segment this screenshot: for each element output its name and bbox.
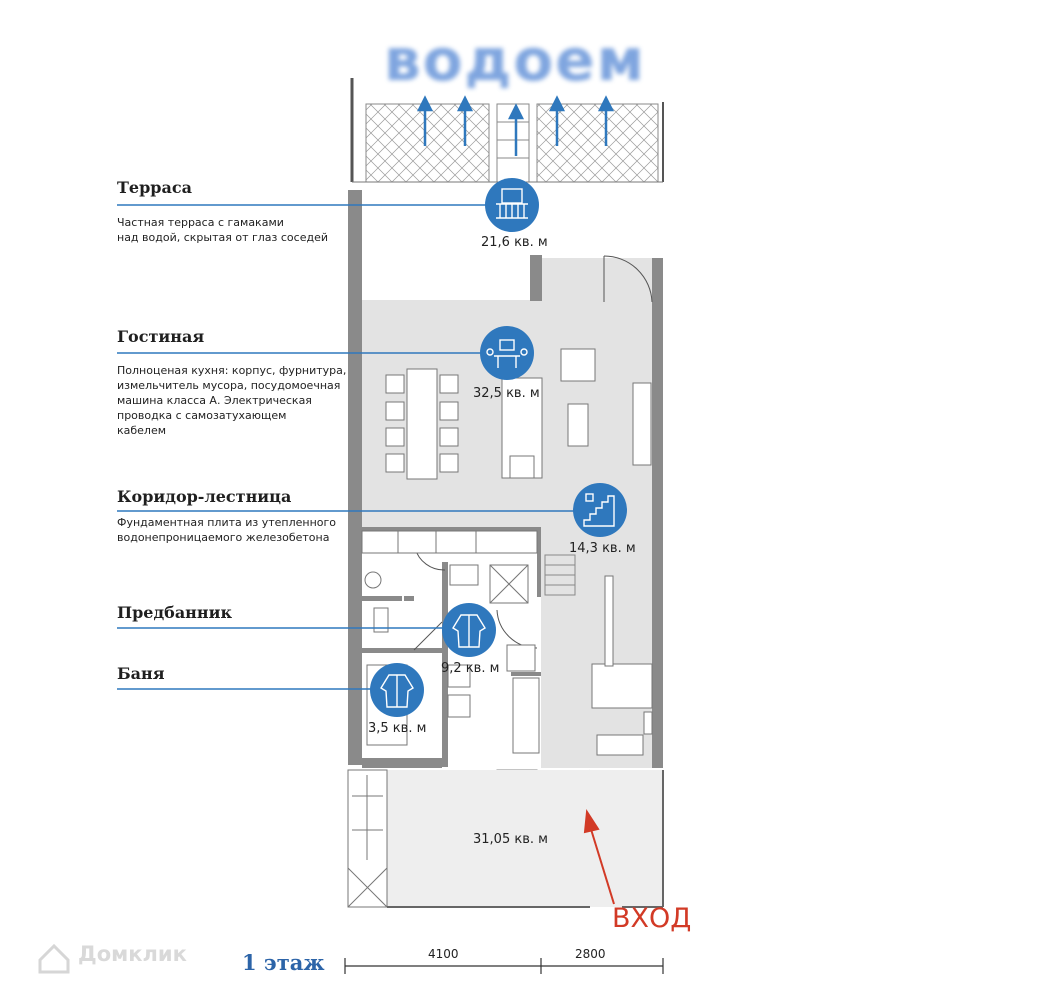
living-room-title: Гостиная <box>117 327 205 346</box>
sauna-title: Баня <box>117 664 165 683</box>
terrace-description: Частная терраса с гамаками над водой, ск… <box>117 216 328 244</box>
living-room-description: Полноценая кухня: корпус, фурнитура, изм… <box>117 364 347 437</box>
floor-label: 1 этаж <box>242 950 325 975</box>
walls <box>348 190 663 768</box>
front-yard <box>347 769 664 908</box>
corridor-area: 14,3 кв. м <box>569 541 636 556</box>
bathrobe-icon <box>442 603 496 657</box>
yard-area: 31,05 кв. м <box>473 832 548 847</box>
living-room-area: 32,5 кв. м <box>473 386 540 401</box>
terrace-title: Терраса <box>117 178 192 197</box>
dimension-right: 2800 <box>575 947 606 961</box>
balcony-icon <box>485 178 539 232</box>
dimension-line <box>344 958 664 974</box>
water-arrows <box>416 95 615 156</box>
anteroom-area: 9,2 кв. м <box>441 661 500 676</box>
entry-arrow <box>583 809 615 905</box>
watermark: Домклик <box>78 942 187 966</box>
callout-lines <box>117 204 576 690</box>
water-label: водоем <box>384 26 646 94</box>
domclick-logo-icon <box>38 943 70 974</box>
corridor-title: Коридор-лестница <box>117 487 292 506</box>
bathrobe-icon <box>370 663 424 717</box>
corridor-description: Фундаментная плита из утепленного водоне… <box>117 516 337 544</box>
stairs-icon <box>573 483 627 537</box>
terrace-area: 21,6 кв. м <box>481 235 548 250</box>
entry-label: ВХОД <box>612 903 692 934</box>
dimension-left: 4100 <box>428 947 459 961</box>
sauna-area: 3,5 кв. м <box>368 721 427 736</box>
anteroom-title: Предбанник <box>117 603 233 622</box>
dining-table-icon <box>480 326 534 380</box>
